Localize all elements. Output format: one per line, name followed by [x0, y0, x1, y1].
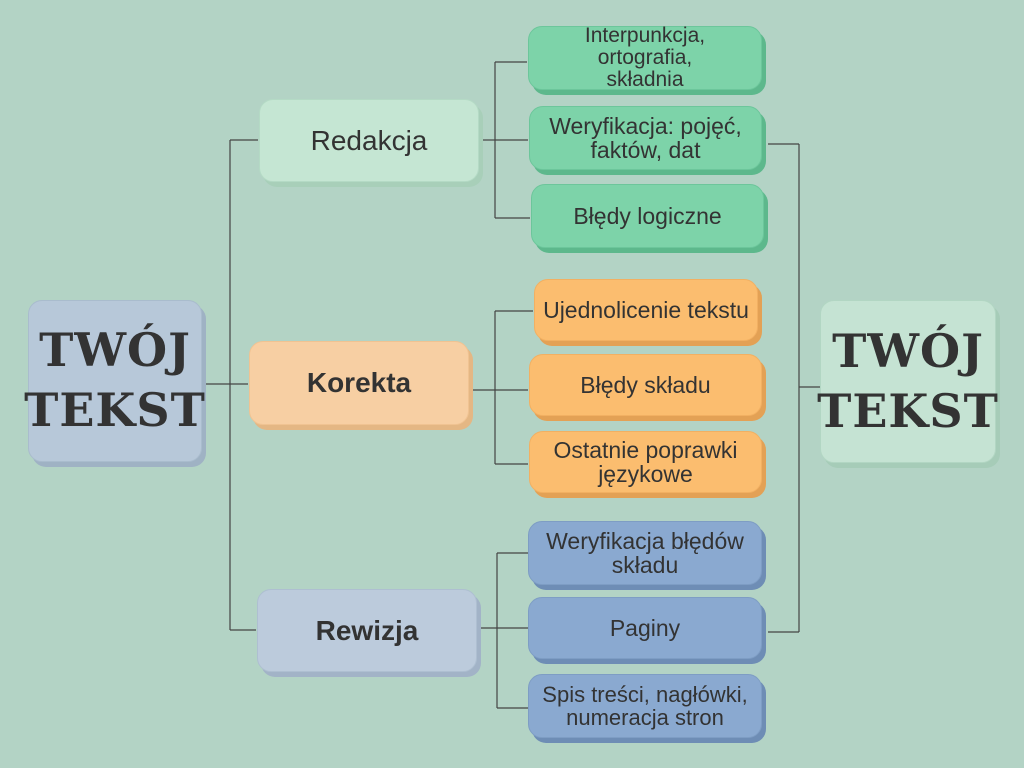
- right-root-node: TWÓJ TEKST: [817, 300, 998, 463]
- leaf-interpunkcja: Interpunkcja, ortografia, składnia: [528, 24, 762, 91]
- branch-rewizja: Rewizja: [257, 589, 477, 672]
- leaf-ostatnie-poprawki: Ostatnie poprawki językowe: [529, 431, 762, 493]
- leaf-weryfikacja-pojec: Weryfikacja: pojęć, faktów, dat: [529, 106, 762, 170]
- leaf-paginy: Paginy: [528, 597, 762, 659]
- leaf-weryfikacja-bledow: Weryfikacja błędów składu: [528, 521, 762, 585]
- leaf-bledy-logiczne: Błędy logiczne: [531, 184, 764, 248]
- leaf-ujednolicenie: Ujednolicenie tekstu: [534, 279, 758, 341]
- left-root-node: TWÓJ TEKST: [24, 300, 205, 462]
- branch-korekta: Korekta: [249, 341, 469, 425]
- leaf-spis-tresci: Spis treści, nagłówki, numeracja stron: [528, 674, 762, 738]
- leaf-bledy-skladu: Błędy składu: [529, 354, 762, 416]
- branch-redakcja: Redakcja: [259, 99, 479, 182]
